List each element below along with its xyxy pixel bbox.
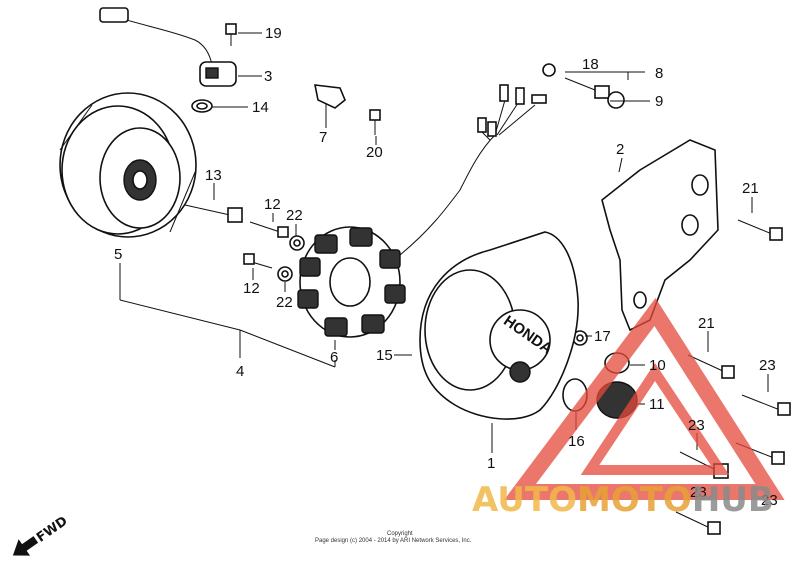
callout-5: 5 [114,246,122,263]
callout-22b: 22 [276,294,293,311]
leader-lines [119,32,769,453]
watermark-auto: AUTO [472,480,577,520]
callout-21a: 21 [742,180,759,197]
callout-2: 2 [616,141,624,158]
callout-23c: 23 [761,492,778,509]
callout-16: 16 [568,433,585,450]
callout-21b: 21 [698,315,715,332]
callout-8: 8 [655,65,663,82]
flywheel-drawing [59,92,197,238]
callout-7: 7 [319,129,327,146]
footer-copyright: Copyright [387,531,413,537]
callout-12b: 12 [243,280,260,297]
watermark-text: AUTOMOTOHUB [472,480,774,520]
callout-9: 9 [655,93,663,110]
callout-11: 11 [649,396,665,413]
fwd-label: FWD [34,514,71,546]
callout-23b: 23 [688,417,705,434]
wire-harness-drawing [399,84,547,256]
callout-12a: 12 [264,196,281,213]
callout-23a: 23 [759,357,776,374]
watermark-moto: MOTO [577,480,692,520]
callout-18: 18 [582,56,599,73]
callout-4: 4 [236,363,244,380]
stator-drawing [297,226,406,338]
callout-19: 19 [265,25,282,42]
crankcase-cover-drawing: HONDA [419,231,579,420]
callout-15: 15 [376,347,393,364]
callout-20: 20 [366,144,383,161]
watermark-hub: HUB [692,480,774,520]
callout-22a: 22 [286,207,303,224]
callout-3: 3 [264,68,272,85]
callout-10: 10 [649,357,666,374]
callout-6: 6 [330,349,338,366]
fwd-arrow-icon [12,536,39,556]
callout-23d: 23 [690,484,707,501]
callout-labels: 1 2 3 4 5 6 7 8 9 10 11 12 12 13 14 15 1… [114,25,778,509]
fwd-arrow: FWD [12,514,71,556]
pulse-generator-drawing [99,7,237,113]
watermark-logo [504,297,785,500]
callout-14: 14 [252,99,269,116]
chain-guide-drawing [601,139,719,332]
footer-page-design: Page design (c) 2004 - 2014 by ARI Netwo… [315,538,472,544]
callout-1: 1 [487,455,495,472]
callout-17: 17 [594,328,611,345]
callout-13: 13 [205,167,222,184]
watermark-triangle [504,297,785,500]
